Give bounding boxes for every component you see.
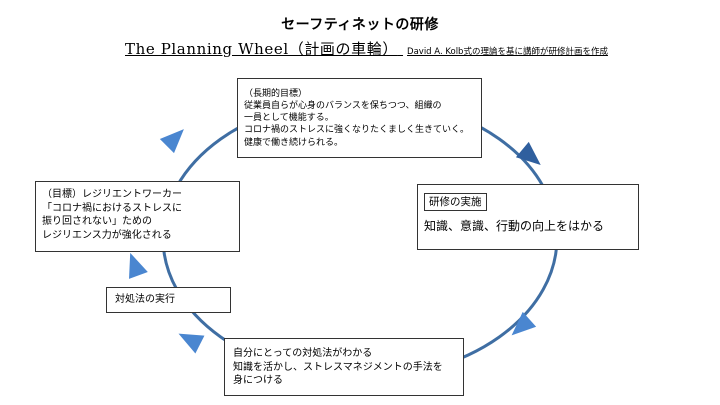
long-term-goal-line: 一員として機能する。 <box>244 113 334 124</box>
long-term-goal-line: コロナ禍のストレスに強くなりたくましく生きていく。 <box>244 125 470 136</box>
long-term-goal-line: 従業員自らが心身のバランスを保ちつつ、組織の <box>244 101 442 112</box>
goal-line: （目標）レジリエントワーカー <box>42 189 182 200</box>
subtitle-note: David A. Kolb式の理論を基に講師が研修計画を作成 <box>407 47 608 57</box>
coping-line: 知識を活かし、ストレスマネジメントの手法を <box>233 361 443 373</box>
goal-line: 振り回されない」ための <box>42 216 152 227</box>
subtitle-main: The Planning Wheel（計画の車輪） <box>125 40 398 58</box>
wheel-arrow-lower-right <box>511 311 537 336</box>
training-box: 研修の実施 知識、意識、行動の向上をはかる <box>417 184 639 250</box>
wheel-arrow-upper-right <box>515 141 541 165</box>
training-body: 知識、意識、行動の向上をはかる <box>424 219 605 234</box>
coping-line: 身につける <box>233 375 283 386</box>
goal-box: （目標）レジリエントワーカー 「コロナ禍におけるストレスに 振り回されない」ため… <box>35 181 240 252</box>
wheel-arrow-upper-left <box>159 129 184 154</box>
long-term-goal-box: （長期的目標） 従業員自らが心身のバランスを保ちつつ、組織の 一員として機能する… <box>237 78 482 158</box>
goal-line: 「コロナ禍におけるストレスに <box>42 202 182 214</box>
execution-box: 対処法の実行 <box>106 287 231 313</box>
goal-line: レジリエンス力が強化される <box>42 229 172 241</box>
long-term-goal-line: （長期的目標） <box>244 89 308 99</box>
long-term-goal-line: 健康で働き続けられる。 <box>244 137 344 148</box>
page-title: セーフティネットの研修 <box>281 17 439 33</box>
training-tag: 研修の実施 <box>424 193 487 212</box>
wheel-arrow-lower-left <box>178 333 205 354</box>
wheel-arrow-left <box>129 252 148 279</box>
coping-box: 自分にとっての対処法がわかる 知識を活かし、ストレスマネジメントの手法を 身につ… <box>224 338 464 396</box>
coping-line: 自分にとっての対処法がわかる <box>233 348 373 359</box>
execution-text: 対処法の実行 <box>115 294 175 305</box>
page-subtitle: The Planning Wheel（計画の車輪） David A. Kolb式… <box>125 38 608 59</box>
